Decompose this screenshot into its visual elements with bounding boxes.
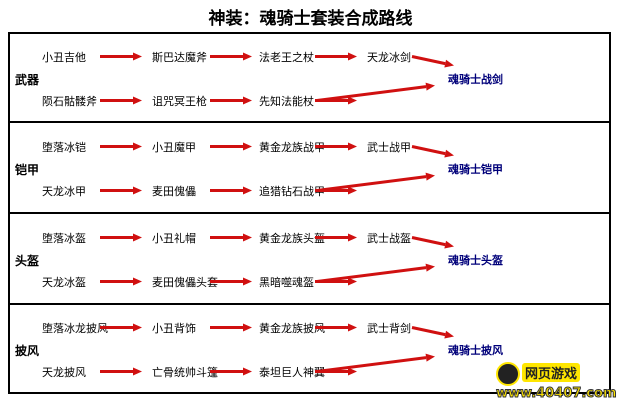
item-top: 斯巴达魔斧: [152, 50, 207, 64]
watermark-name: 网页游戏: [522, 363, 581, 382]
arrows: [100, 142, 454, 195]
item-bottom: 诅咒冥王枪: [152, 94, 207, 108]
arrow-head: [348, 323, 357, 332]
arrow-head: [444, 240, 454, 249]
item-top: 法老王之杖: [259, 50, 314, 64]
arrow-head: [243, 52, 252, 61]
item-top: 堕落冰盔: [42, 231, 86, 245]
arrow-line: [316, 266, 427, 283]
arrow-head: [425, 172, 435, 181]
arrow-head: [348, 233, 357, 242]
item-top: 小丑礼帽: [152, 231, 196, 245]
row-0: 武器 魂骑士战剑 小丑吉他 斯巴达魔斧 法老王之杖 天龙冰剑陨石骷髅斧 诅咒冥王枪 先知法能杖: [10, 34, 609, 123]
item-bottom: 追猎钻石战甲: [259, 184, 325, 198]
arrows: [100, 233, 454, 286]
arrow-line: [411, 236, 446, 247]
arrow-head: [133, 52, 142, 61]
arrow-head: [348, 186, 357, 195]
arrow-head: [133, 367, 142, 376]
item-bottom: 亡骨统帅斗篷: [152, 365, 218, 379]
arrow-head: [133, 277, 142, 286]
arrow-head: [348, 96, 357, 105]
arrow-line: [316, 175, 427, 192]
item-bottom: 麦田傀儡: [152, 184, 196, 198]
arrow-head: [243, 233, 252, 242]
arrow-head: [348, 277, 357, 286]
item-bottom: 麦田傀儡头套: [152, 275, 218, 289]
arrow-head: [425, 353, 435, 362]
arrow-head: [133, 233, 142, 242]
item-top: 小丑魔甲: [152, 140, 196, 154]
result-item: 魂骑士战剑: [448, 72, 503, 86]
item-top: 堕落冰龙披风: [42, 321, 108, 335]
arrow-head: [348, 142, 357, 151]
arrow-head: [243, 367, 252, 376]
arrow-line: [316, 356, 427, 373]
item-bottom: 泰坦巨人神翼: [259, 365, 325, 379]
category-label: 武器: [15, 72, 40, 87]
arrow-head: [133, 323, 142, 332]
arrow-head: [348, 367, 357, 376]
row-2: 头盔 魂骑士头盔 堕落冰盔 小丑礼帽 黄金龙族头盔 武士战盔天龙冰盔 麦田傀儡头套 黑暗噬魂盔: [10, 214, 609, 305]
synthesis-table: 武器 魂骑士战剑 小丑吉他 斯巴达魔斧 法老王之杖 天龙冰剑陨石骷髅斧 诅咒冥王枪 先知法能杖…: [8, 32, 611, 394]
arrow-head: [444, 149, 454, 158]
item-bottom: 黑暗噬魂盔: [259, 275, 314, 289]
watermark-logo: 网页游戏 www.40407.com: [490, 362, 618, 406]
category-label: 铠甲: [15, 162, 40, 177]
arrow-head: [243, 142, 252, 151]
mascot-icon: [496, 362, 520, 386]
item-top: 武士战甲: [367, 140, 411, 154]
arrows: [100, 323, 454, 376]
arrow-head: [243, 277, 252, 286]
category-label: 头盔: [15, 253, 40, 268]
item-top: 小丑吉他: [42, 50, 86, 64]
item-top: 武士战盔: [367, 231, 411, 245]
arrow-head: [425, 82, 435, 91]
arrow-head: [243, 186, 252, 195]
item-top: 天龙冰剑: [367, 50, 411, 64]
arrow-head: [133, 142, 142, 151]
arrow-head: [348, 52, 357, 61]
item-top: 堕落冰铠: [42, 140, 86, 154]
arrow-head: [133, 186, 142, 195]
arrow-head: [133, 96, 142, 105]
result-item: 魂骑士铠甲: [448, 162, 503, 176]
item-bottom: 先知法能杖: [259, 94, 314, 108]
page-title: 神装：魂骑士套装合成路线: [208, 9, 413, 29]
arrow-head: [444, 59, 454, 68]
arrows: [100, 52, 454, 105]
arrow-head: [243, 323, 252, 332]
result-item: 魂骑士头盔: [448, 253, 503, 267]
category-label: 披风: [15, 343, 40, 358]
item-top: 黄金龙族披风: [259, 321, 325, 335]
watermark-url: www.40407.com: [496, 386, 617, 402]
row-3: 披风 魂骑士披风 堕落冰龙披风 小丑背饰 黄金龙族披风 武士背剑天龙披风 亡骨统帅斗篷 泰坦巨…: [10, 305, 609, 394]
item-top: 武士背剑: [367, 321, 411, 335]
result-item: 魂骑士披风: [448, 343, 503, 357]
item-bottom: 天龙冰甲: [42, 184, 86, 198]
item-top: 黄金龙族头盔: [259, 231, 325, 245]
arrow-line: [411, 55, 446, 66]
arrow-head: [444, 330, 454, 339]
arrow-head: [243, 96, 252, 105]
item-bottom: 天龙披风: [42, 365, 86, 379]
arrow-head: [425, 263, 435, 272]
row-1: 铠甲 魂骑士铠甲 堕落冰铠 小丑魔甲 黄金龙族战甲 武士战甲天龙冰甲 麦田傀儡 追猎钻石战甲: [10, 123, 609, 214]
item-bottom: 陨石骷髅斧: [42, 94, 97, 108]
item-bottom: 天龙冰盔: [42, 275, 86, 289]
arrow-line: [411, 326, 446, 337]
arrow-line: [316, 85, 427, 102]
item-top: 小丑背饰: [152, 321, 196, 335]
item-top: 黄金龙族战甲: [259, 140, 325, 154]
arrow-line: [411, 145, 446, 156]
